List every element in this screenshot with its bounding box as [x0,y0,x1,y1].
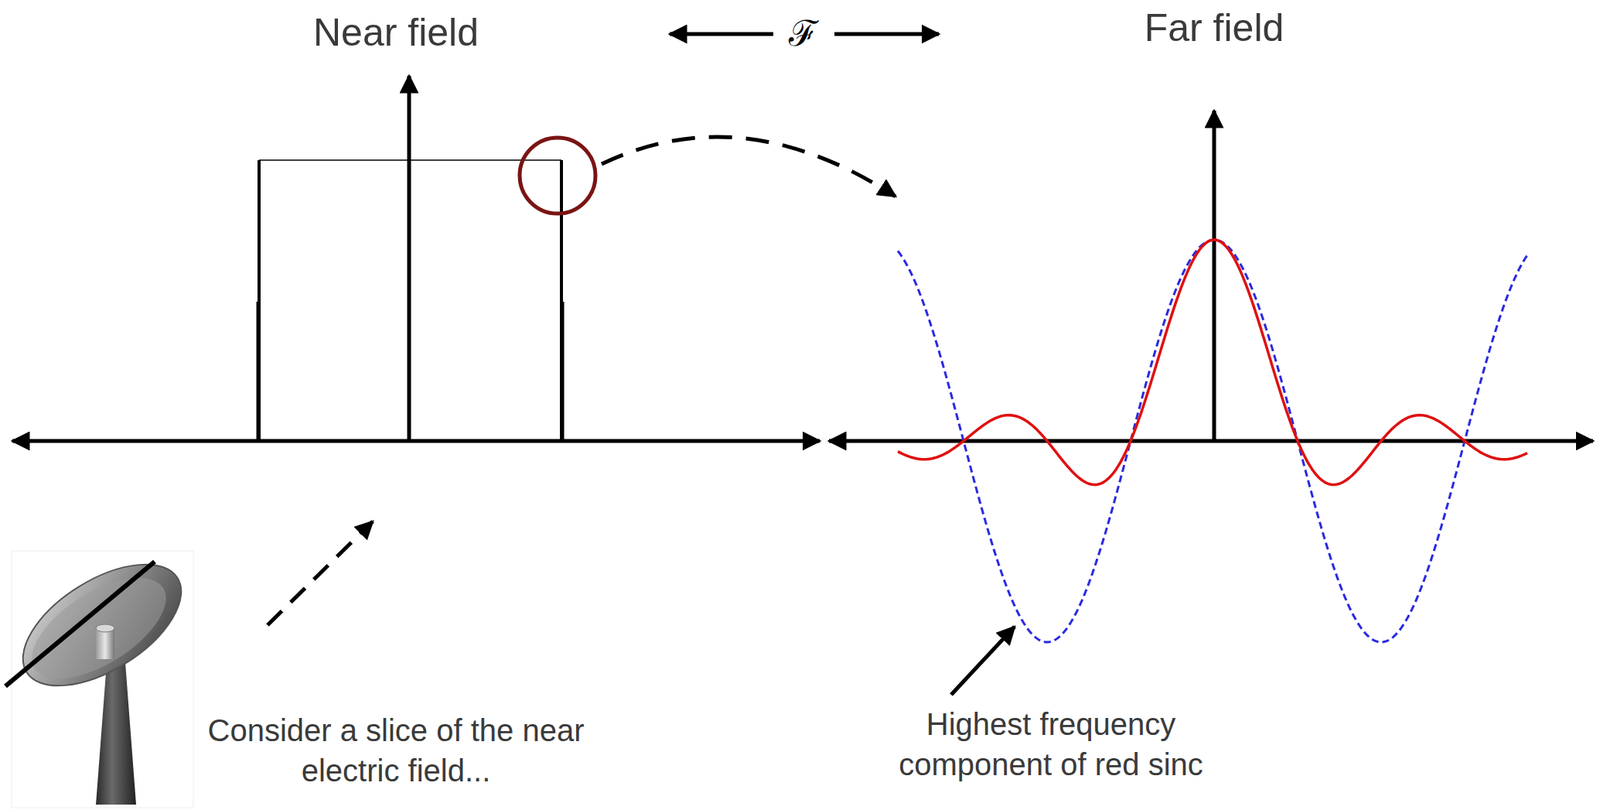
dish-antenna [3,539,202,808]
pointer-arrow [951,626,1015,695]
panel-title: Far field [1144,6,1285,50]
edge-highlight-circle [519,137,596,214]
transform-symbol: ℱ [776,10,831,58]
transform-symbol: ℱ [788,12,819,55]
rect-left-lower [256,301,260,441]
curved-dashed-arrow [601,136,896,197]
panel-title: Far field [1059,3,1369,54]
dashed-pointer-arrow [267,521,373,625]
panel-title: Near field [313,10,479,55]
rect-right-lower [562,301,565,441]
transform-arrow-right [834,32,939,37]
sinc-curve [897,239,1528,485]
panel-title: Near field [241,7,551,58]
note-text: Highest frequency component of red sinc [898,706,1204,782]
rect-top [259,159,562,161]
far-x-axis [828,439,1594,444]
rect-right [559,160,563,441]
note-text: Consider a slice of the near electric fi… [187,709,605,791]
near-x-axis [12,439,820,444]
far-y-axis [1212,110,1217,441]
note-text: Consider a slice of the near electric fi… [208,713,585,788]
rect-left [257,160,261,441]
transform-arrow-left [669,32,774,37]
near-y-axis [407,75,412,441]
cosine-curve [897,239,1528,642]
note-text: Highest frequency component of red sinc [857,703,1245,785]
